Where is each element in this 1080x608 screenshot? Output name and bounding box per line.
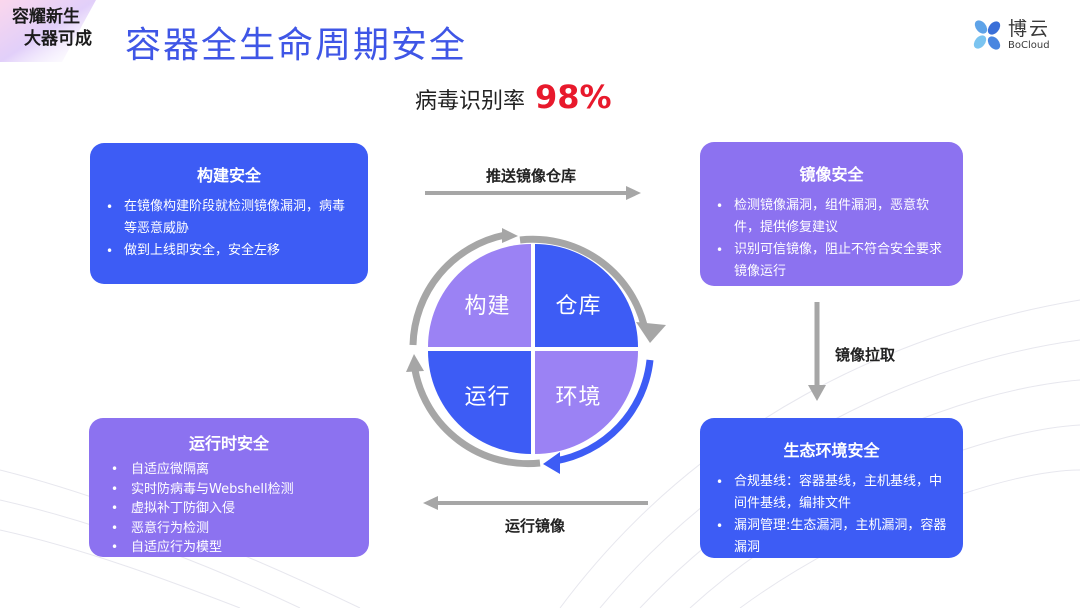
list-item: 实时防病毒与Webshell检测: [89, 480, 369, 500]
arrow-left-icon: [423, 496, 648, 510]
page-title: 容器全生命周期安全: [125, 25, 468, 66]
arrow-down-icon: [808, 302, 826, 401]
image-security-title: 镜像安全: [799, 165, 864, 184]
cycle-run-label: 运行: [464, 384, 511, 410]
campaign-logo: 容耀新生 大器可成: [0, 0, 100, 62]
cycle-registry-label: 仓库: [555, 293, 602, 319]
cycle-run-quadrant: 运行: [428, 351, 531, 454]
image-pull-label: 镜像拉取: [835, 346, 896, 364]
build-security-title: 构建安全: [196, 166, 261, 185]
list-item: 漏洞管理:生态漏洞，主机漏洞，容器漏洞: [700, 515, 963, 559]
environment-security-title: 生态环境安全: [783, 441, 880, 460]
list-item: 虚拟补丁防御入侵: [89, 499, 369, 519]
brand-english: BoCloud: [1008, 40, 1050, 51]
cycle-environment-label: 环境: [555, 384, 602, 410]
image-security-list: 检测镜像漏洞，组件漏洞，恶意软件，提供修复建议 识别可信镜像，阻止不符合安全要求…: [700, 195, 963, 283]
build-security-list: 在镜像构建阶段就检测镜像漏洞，病毒等恶意威胁 做到上线即安全，安全左移: [90, 196, 368, 262]
cycle-arrow-icon: [406, 228, 666, 474]
list-item: 识别可信镜像，阻止不符合安全要求镜像运行: [700, 239, 963, 283]
list-item: 检测镜像漏洞，组件漏洞，恶意软件，提供修复建议: [700, 195, 963, 239]
bocloud-logo-icon: [973, 20, 1001, 50]
runtime-security-list: 自适应微隔离 实时防病毒与Webshell检测 虚拟补丁防御入侵 恶意行为检测 …: [89, 460, 369, 558]
environment-security-list: 合规基线：容器基线，主机基线，中间件基线，编排文件 漏洞管理:生态漏洞，主机漏洞…: [700, 471, 963, 559]
brand-name: 博云: [1008, 18, 1051, 40]
logo-line-2: 大器可成: [24, 29, 92, 49]
detection-value: 98%: [535, 78, 612, 116]
list-item: 自适应行为模型: [89, 538, 369, 558]
logo-line-1: 容耀新生: [12, 7, 80, 27]
runtime-security-title: 运行时安全: [188, 434, 269, 453]
push-to-registry-label: 推送镜像仓库: [486, 167, 577, 185]
runtime-security-card: 运行时安全 自适应微隔离 实时防病毒与Webshell检测 虚拟补丁防御入侵 恶…: [89, 418, 369, 557]
list-item: 恶意行为检测: [89, 519, 369, 539]
list-item: 做到上线即安全，安全左移: [90, 240, 368, 262]
build-security-card: 构建安全 在镜像构建阶段就检测镜像漏洞，病毒等恶意威胁 做到上线即安全，安全左移: [90, 143, 368, 284]
detection-label: 病毒识别率: [415, 89, 526, 114]
cycle-build-label: 构建: [464, 293, 511, 319]
image-security-card: 镜像安全 检测镜像漏洞，组件漏洞，恶意软件，提供修复建议 识别可信镜像，阻止不符…: [700, 142, 963, 286]
brand-logo: 博云 BoCloud: [970, 18, 1054, 52]
environment-security-card: 生态环境安全 合规基线：容器基线，主机基线，中间件基线，编排文件 漏洞管理:生态…: [700, 418, 963, 558]
list-item: 自适应微隔离: [89, 460, 369, 480]
run-image-label: 运行镜像: [505, 517, 566, 535]
list-item: 在镜像构建阶段就检测镜像漏洞，病毒等恶意威胁: [90, 196, 368, 240]
virus-detection-rate: 病毒识别率 98%: [415, 78, 612, 124]
list-item: 合规基线：容器基线，主机基线，中间件基线，编排文件: [700, 471, 963, 515]
arrow-right-icon: [425, 186, 641, 200]
